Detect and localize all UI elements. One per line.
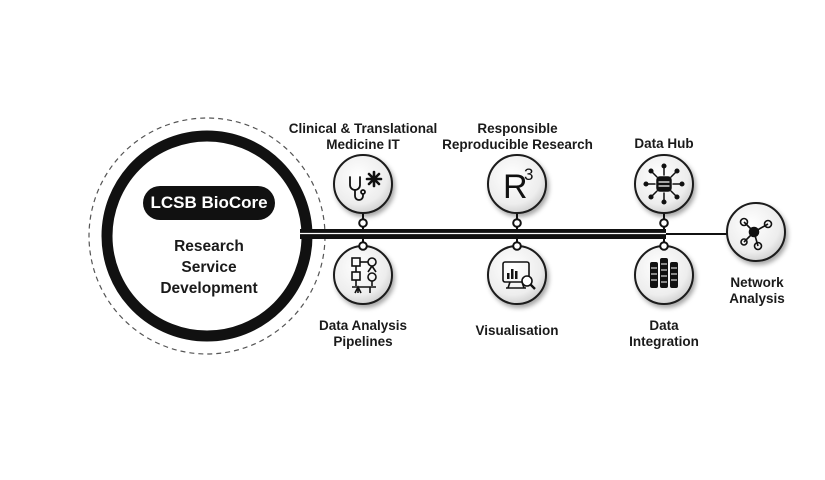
node-integration — [634, 245, 694, 305]
node-clinical — [333, 154, 393, 214]
junction-visualisation — [512, 241, 522, 251]
label-pipelines: Data Analysis Pipelines — [308, 318, 418, 350]
hub-subtitle-line: Development — [160, 280, 258, 297]
label-line: Pipelines — [333, 334, 393, 349]
label-line: Responsible — [477, 121, 558, 136]
hub-subtitle-line: Research — [174, 238, 244, 255]
label-line: Reproducible Research — [442, 137, 593, 152]
database-hub-icon — [643, 163, 685, 205]
r3-superscript: 3 — [524, 165, 533, 184]
node-pipelines — [333, 245, 393, 305]
r3-letter: R — [503, 168, 528, 206]
label-reproducible: Responsible Reproducible Research — [440, 121, 595, 153]
workflow-pipeline-icon — [351, 257, 377, 294]
label-line: Analysis — [729, 291, 785, 306]
node-reproducible — [487, 154, 547, 214]
label-integration: Data Integration — [614, 318, 714, 350]
chart-magnifier-icon — [502, 261, 536, 290]
junction-integration — [659, 241, 669, 251]
junction-reproducible — [512, 218, 522, 228]
junction-clinical — [358, 218, 368, 228]
hub-subtitle: Research Service Development — [140, 236, 278, 299]
node-network — [726, 202, 786, 262]
hub-subtitle-line: Service — [181, 259, 237, 276]
network-graph-icon — [739, 217, 773, 251]
label-datahub: Data Hub — [614, 136, 714, 152]
label-visualisation: Visualisation — [462, 323, 572, 339]
server-stack-icon — [650, 258, 678, 288]
node-datahub — [634, 154, 694, 214]
junction-pipelines — [358, 241, 368, 251]
junction-datahub — [659, 218, 669, 228]
label-network: Network Analysis — [712, 275, 802, 307]
label-line: Data — [649, 318, 679, 333]
label-line: Medicine IT — [326, 137, 400, 152]
stethoscope-medical-icon — [349, 170, 383, 201]
node-visualisation — [487, 245, 547, 305]
label-line: Visualisation — [475, 323, 559, 338]
label-line: Data Analysis — [318, 318, 408, 333]
label-line: Data Hub — [634, 136, 694, 151]
label-line: Integration — [629, 334, 699, 349]
hub-badge: LCSB BioCore — [143, 186, 275, 220]
label-line: Network — [730, 275, 784, 290]
label-clinical: Clinical & Translational Medicine IT — [283, 121, 443, 153]
label-line: Clinical & Translational — [288, 121, 438, 136]
